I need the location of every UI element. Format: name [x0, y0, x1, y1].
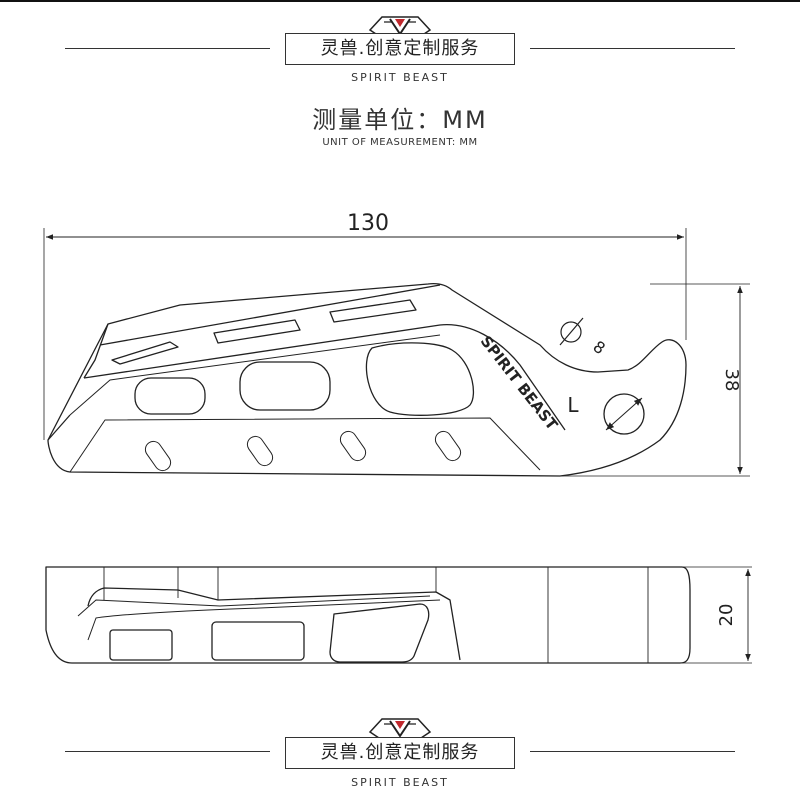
grip-slot-3	[339, 430, 367, 462]
header-brand-name: 灵兽.创意定制服务	[285, 33, 515, 65]
thickness-label: 20	[716, 604, 737, 627]
etched-brand-text: SPIRIT BEAST	[477, 332, 562, 434]
unit-title: 测量单位：MM	[312, 106, 488, 134]
top-view-inner-ridge	[77, 595, 431, 617]
lever-top-edge	[99, 284, 441, 346]
pivot-hole	[603, 393, 645, 435]
side-mark-label: L	[567, 393, 579, 417]
hole-diameter-line	[605, 397, 643, 431]
top-pocket-1	[111, 341, 179, 365]
lever-outline	[47, 283, 687, 477]
footer-brand: 灵兽.创意定制服务 SPIRIT BEAST	[0, 716, 800, 796]
top-view-outline	[45, 566, 691, 664]
window-cutout-1	[134, 377, 206, 415]
top-pocket-2	[213, 319, 301, 344]
top-view-upper-bevel	[87, 587, 461, 661]
header-brand: 灵兽.创意定制服务 SPIRIT BEAST	[0, 14, 800, 94]
unit-subtitle: UNIT OF MEASUREMENT: MM	[322, 137, 478, 148]
lever-bevel-line	[83, 324, 566, 431]
grip-slots	[144, 430, 462, 472]
window-cutout-2	[239, 361, 331, 411]
top-view-window-2	[211, 621, 305, 661]
hole-diameter-label: 8	[590, 337, 609, 358]
top-pocket-3	[329, 299, 417, 323]
window-cutout-3	[365, 342, 474, 416]
height-label: 38	[721, 369, 742, 392]
lever-front-edge	[83, 323, 109, 379]
grip-slot-4	[434, 430, 462, 462]
side-view	[43, 228, 750, 477]
grip-slot-2	[246, 435, 274, 467]
lever-nose-edge	[47, 414, 71, 441]
lever-lower-face	[69, 417, 541, 473]
top-view	[45, 566, 752, 664]
footer-right-rule	[530, 751, 735, 752]
top-view-window-3	[329, 603, 430, 663]
header-left-rule	[65, 48, 270, 49]
length-label: 130	[347, 211, 389, 236]
top-view-window-1	[109, 629, 173, 661]
header-brand-en: SPIRIT BEAST	[351, 71, 449, 84]
footer-brand-name: 灵兽.创意定制服务	[285, 737, 515, 769]
footer-left-rule	[65, 751, 270, 752]
diameter-symbol-slash	[559, 317, 584, 346]
lever-inner-ridge	[69, 334, 441, 416]
footer-brand-en: SPIRIT BEAST	[351, 776, 449, 789]
header-right-rule	[530, 48, 735, 49]
top-view-lower-ridge	[87, 599, 441, 641]
top-border-line	[0, 0, 800, 2]
diameter-symbol-icon	[560, 321, 582, 343]
grip-slot-1	[144, 440, 172, 472]
